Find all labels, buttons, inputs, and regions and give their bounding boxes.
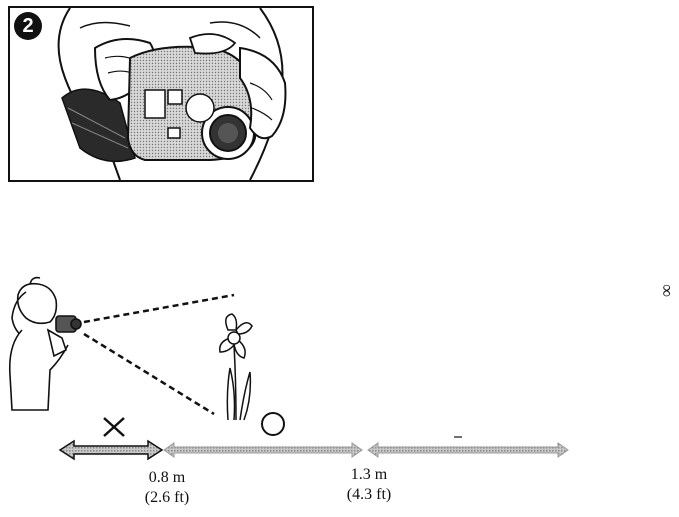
distance-imperial: (2.6 ft) (132, 488, 202, 508)
focus-range-arrow-near (164, 443, 362, 457)
cross-mark-icon (104, 418, 124, 436)
distance-metric: 1.3 m (334, 465, 404, 485)
too-close-range-arrow (60, 441, 162, 459)
focus-range-arrow-far (368, 443, 568, 457)
flower-subject (220, 314, 252, 420)
distance-imperial: (4.3 ft) (334, 485, 404, 505)
distance-metric: 0.8 m (132, 468, 202, 488)
circle-mark-icon (262, 413, 284, 435)
upper-sight-line (84, 295, 234, 322)
lower-sight-line (84, 334, 214, 414)
distance-label-far: 1.3 m (4.3 ft) (334, 465, 404, 505)
photographer-figure (10, 278, 81, 410)
distance-label-near: 0.8 m (2.6 ft) (132, 468, 202, 508)
